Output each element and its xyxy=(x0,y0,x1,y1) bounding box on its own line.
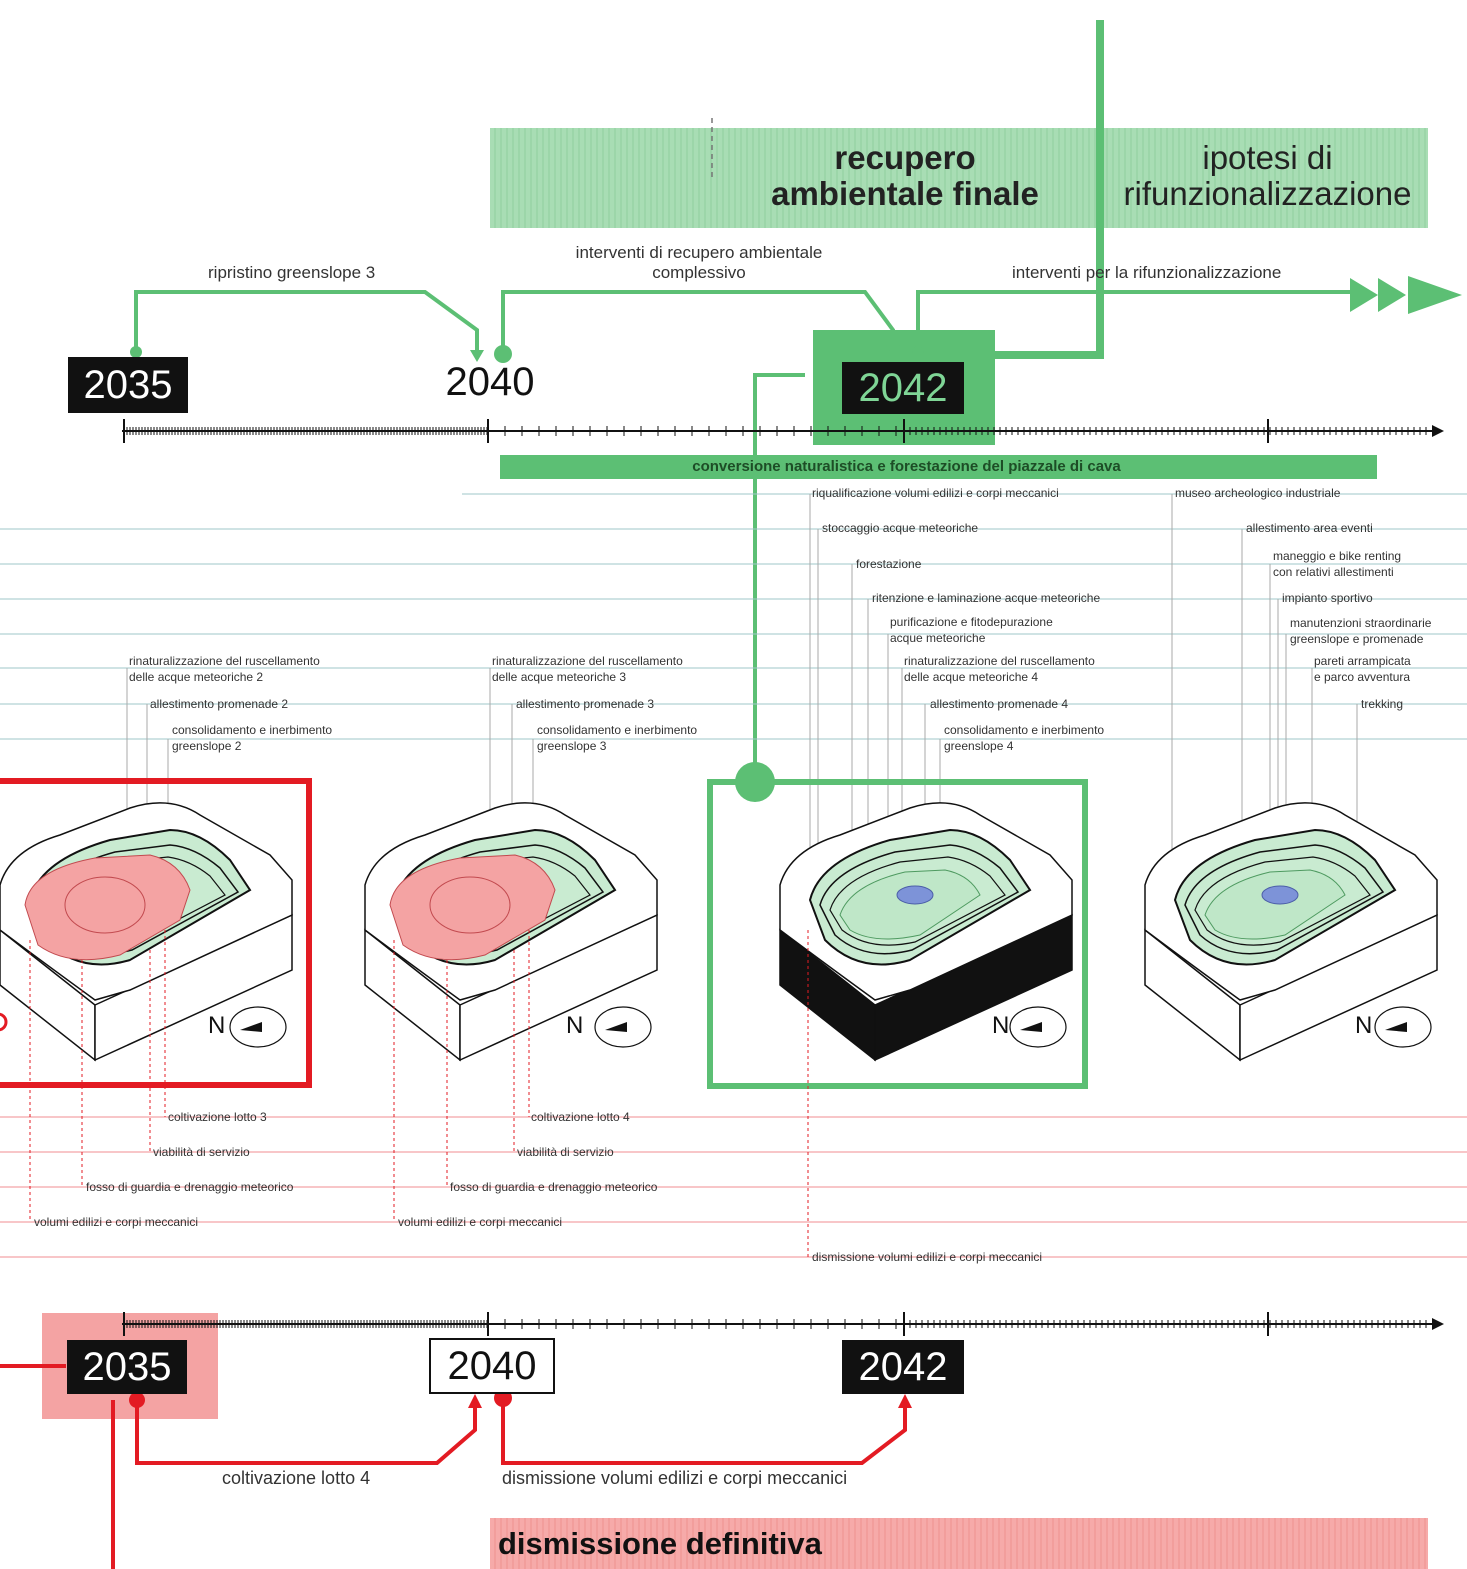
north-label-4: N xyxy=(1355,1012,1373,1039)
item-museo: museo archeologico industriale xyxy=(1175,486,1341,500)
item-rinaturalizzazione-3: rinaturalizzazione del ruscellamento del… xyxy=(492,654,683,684)
flow-label-dismissione: dismissione volumi edilizi e corpi mecca… xyxy=(502,1468,848,1488)
top-year-2035: 2035 xyxy=(68,357,188,413)
item-coltivazione-3: coltivazione lotto 3 xyxy=(168,1110,267,1124)
item-purificazione: purificazione e fitodepurazione acque me… xyxy=(890,615,1053,645)
flow-label-interventi-rifunz: interventi per la rifunzionalizzazione xyxy=(1012,263,1282,282)
quarry-block-2035 xyxy=(0,802,293,1062)
flow-label-coltivazione: coltivazione lotto 4 xyxy=(222,1468,371,1488)
bottom-year-2042: 2042 xyxy=(842,1340,964,1394)
item-area-eventi: allestimento area eventi xyxy=(1246,521,1373,535)
item-ritenzione: ritenzione e laminazione acque meteorich… xyxy=(872,591,1101,605)
north-label-2: N xyxy=(566,1012,584,1039)
item-forestazione: forestazione xyxy=(856,557,922,571)
quarry-block-2040 xyxy=(364,802,658,1062)
item-promenade-2: allestimento promenade 2 xyxy=(150,697,289,711)
item-rinaturalizzazione-2: rinaturalizzazione del ruscellamento del… xyxy=(129,654,320,684)
conversion-bar xyxy=(500,455,1377,479)
top-connector xyxy=(995,20,1104,359)
item-pareti: pareti arrampicata e parco avventura xyxy=(1314,654,1411,684)
bottom-band xyxy=(490,1518,1428,1569)
quarry-block-2042 xyxy=(779,802,1073,1062)
item-stoccaggio: stoccaggio acque meteoriche xyxy=(822,521,979,535)
item-rinaturalizzazione-4: rinaturalizzazione del ruscellamento del… xyxy=(904,654,1095,684)
item-trekking: trekking xyxy=(1361,697,1404,711)
band-title-recupero: recupero ambientale finale xyxy=(771,139,1039,212)
north-label-3: N xyxy=(992,1012,1010,1039)
item-greenslope-2: consolidamento e inerbimento greenslope … xyxy=(172,723,333,753)
item-volumi-1: volumi edilizi e corpi meccanici xyxy=(34,1215,199,1229)
forward-arrows xyxy=(1350,276,1462,314)
bottom-year-2040: 2040 xyxy=(429,1338,555,1394)
top-year-2040: 2040 xyxy=(445,360,535,404)
band-title-rifunzionalizzazione: ipotesi di rifunzionalizzazione xyxy=(1123,139,1412,212)
item-viabilita-1: viabilità di servizio xyxy=(153,1145,250,1159)
item-dismissione-volumi: dismissione volumi edilizi e corpi mecca… xyxy=(812,1250,1043,1264)
top-band xyxy=(490,128,1428,228)
north-label-1: N xyxy=(208,1012,226,1039)
flow-label-ripristino: ripristino greenslope 3 xyxy=(208,263,376,282)
item-promenade-3: allestimento promenade 3 xyxy=(516,697,655,711)
item-greenslope-3: consolidamento e inerbimento greenslope … xyxy=(537,723,698,753)
item-riqualificazione: riqualificazione volumi edilizi e corpi … xyxy=(812,486,1059,500)
top-year-2042: 2042 xyxy=(842,362,964,414)
item-promenade-4: allestimento promenade 4 xyxy=(930,697,1069,711)
frame-2042 xyxy=(707,779,1088,1089)
item-maneggio: maneggio e bike renting con relativi all… xyxy=(1273,549,1402,579)
item-volumi-2: volumi edilizi e corpi meccanici xyxy=(398,1215,563,1229)
item-fosso-2: fosso di guardia e drenaggio meteorico xyxy=(450,1180,658,1194)
conversion-bar-label: conversione naturalistica e forestazione… xyxy=(692,458,1121,475)
item-coltivazione-4: coltivazione lotto 4 xyxy=(531,1110,630,1124)
flow-label-interventi-recupero: interventi di recupero ambientale comple… xyxy=(575,243,823,283)
quarry-block-final xyxy=(1144,802,1438,1062)
item-manutenzioni: manutenzioni straordinarie greenslope e … xyxy=(1290,616,1432,646)
item-impianto: impianto sportivo xyxy=(1282,591,1373,605)
bottom-year-2035: 2035 xyxy=(67,1340,187,1394)
item-fosso-1: fosso di guardia e drenaggio meteorico xyxy=(86,1180,294,1194)
item-viabilita-2: viabilità di servizio xyxy=(517,1145,614,1159)
band-title-dismissione: dismissione definitiva xyxy=(498,1526,822,1561)
item-greenslope-4: consolidamento e inerbimento greenslope … xyxy=(944,723,1105,753)
